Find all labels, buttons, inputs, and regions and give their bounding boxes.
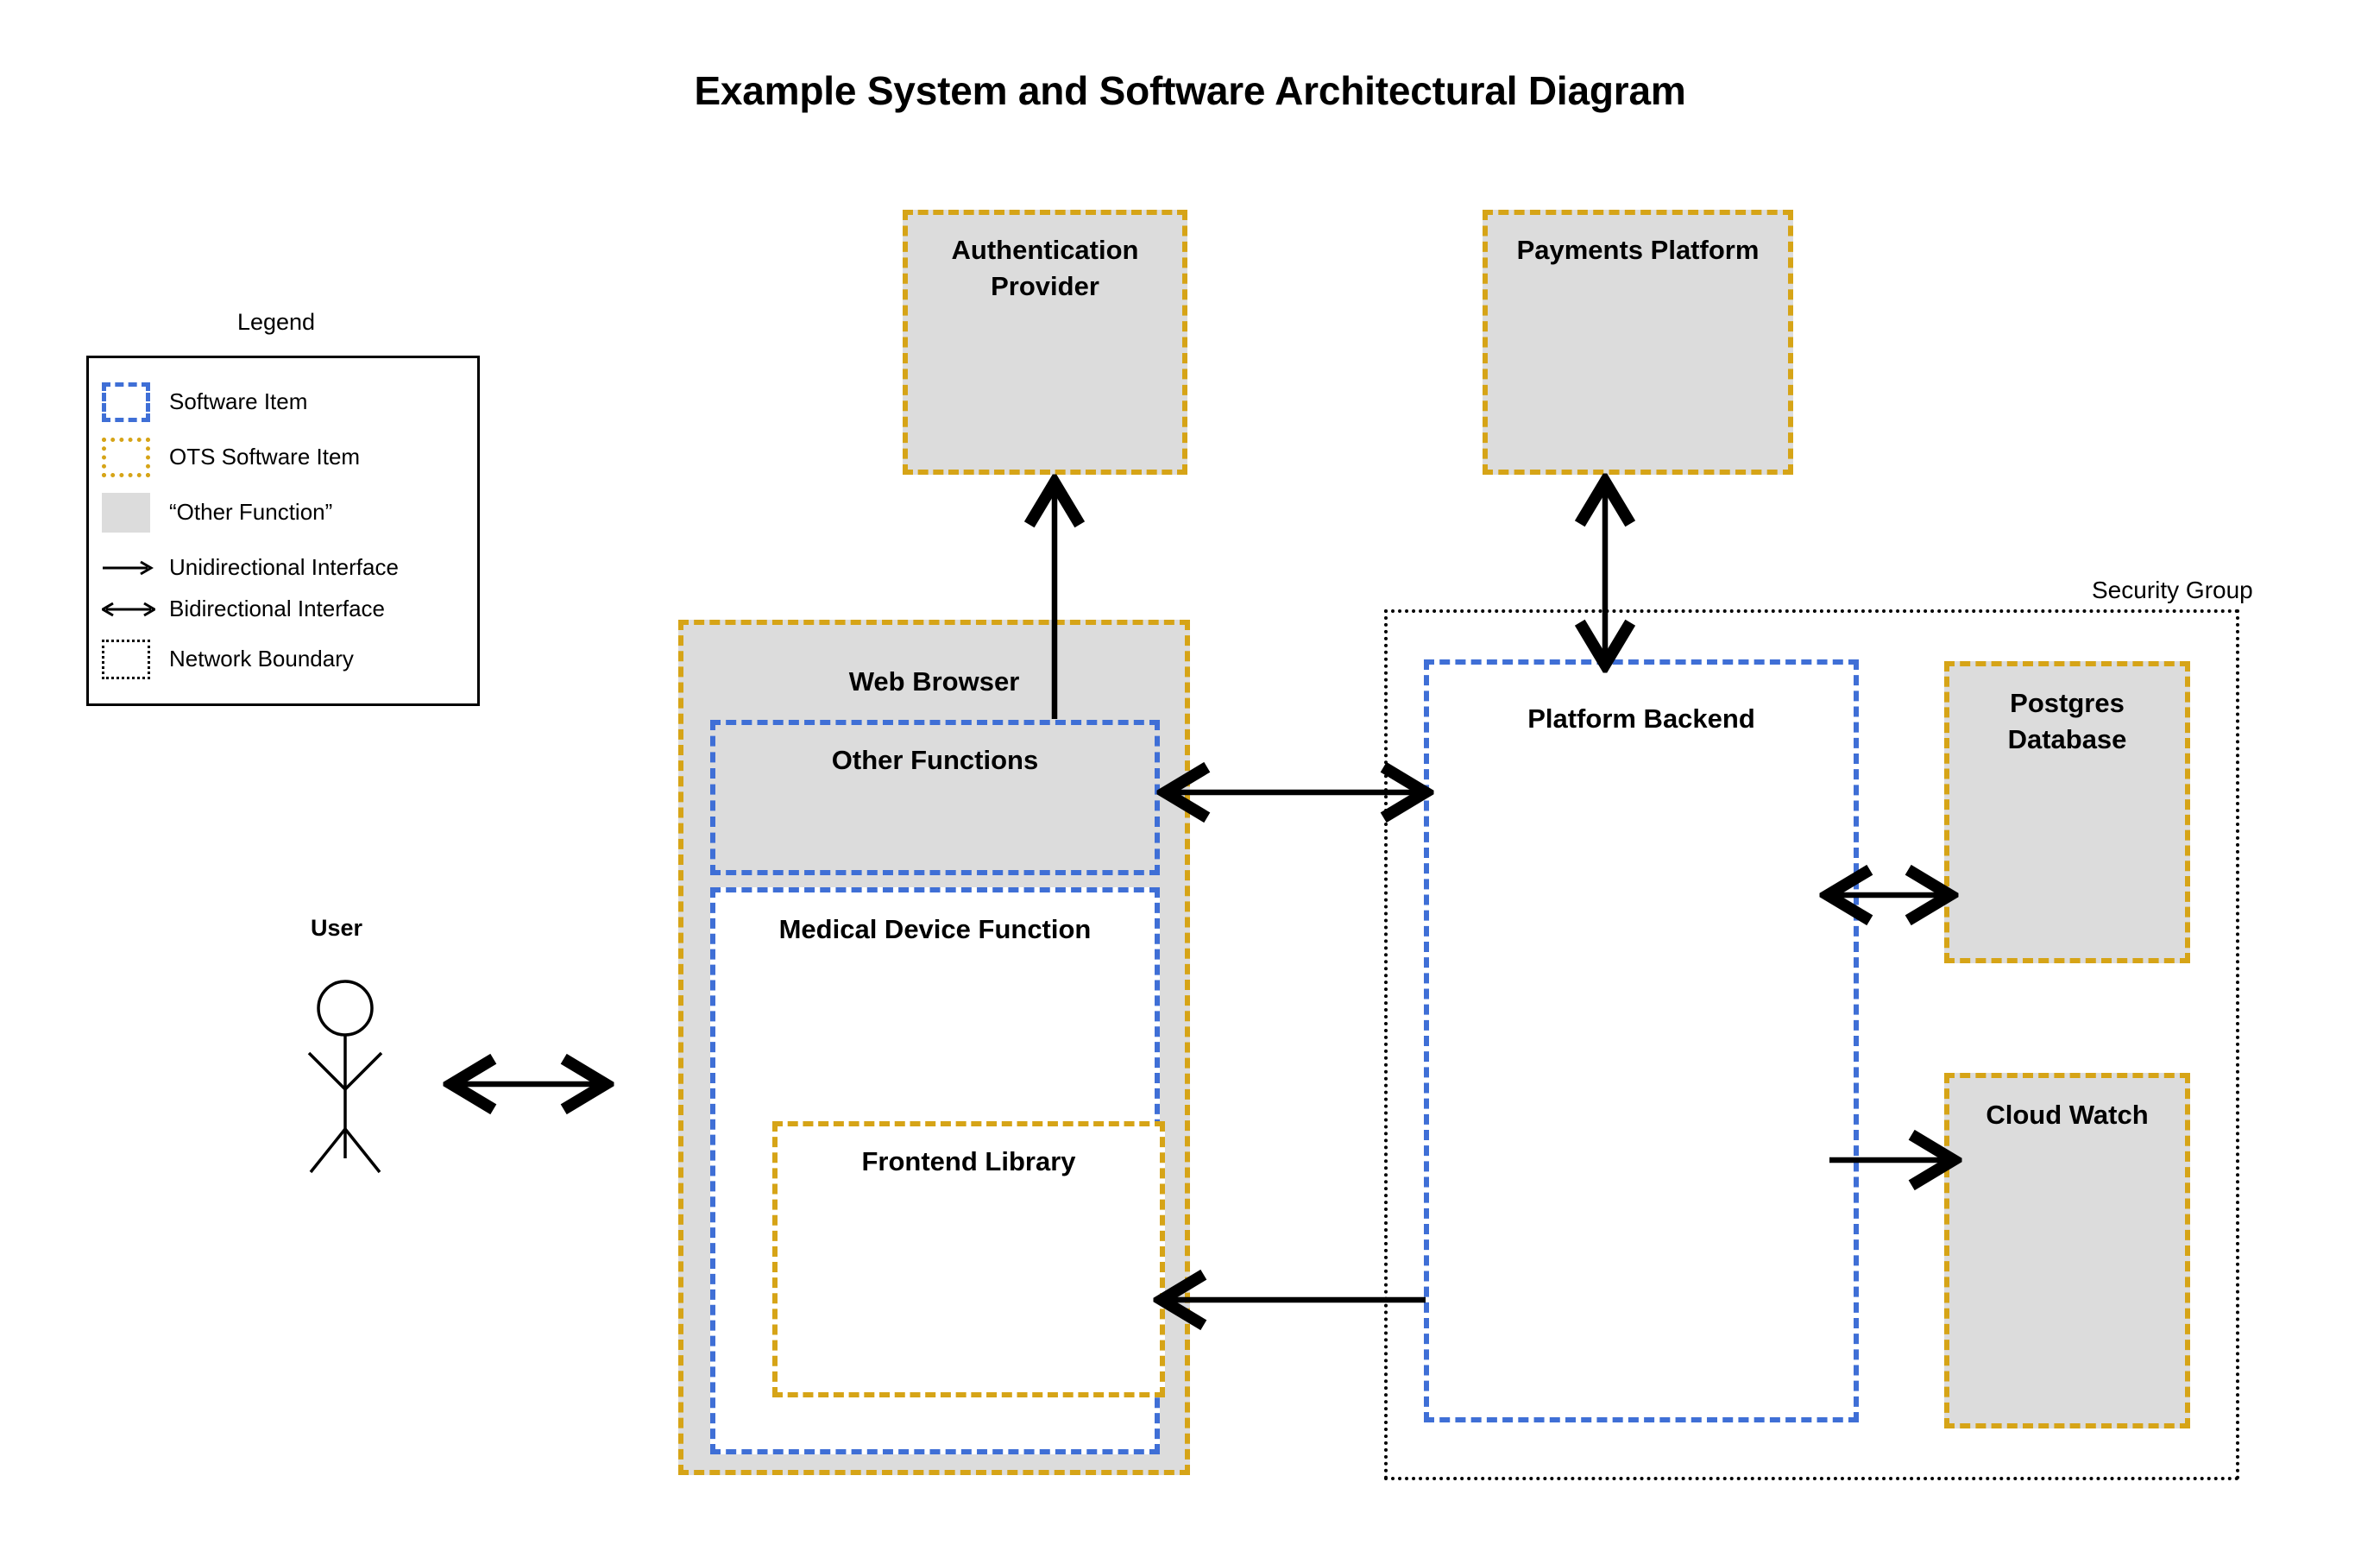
network-boundary-swatch-icon [102, 639, 169, 679]
legend-item-label: Unidirectional Interface [169, 554, 399, 580]
node-label: Platform Backend [1527, 703, 1755, 734]
legend-item-label: Software Item [169, 388, 308, 414]
node-label: Payments Platform [1516, 235, 1760, 265]
node-authentication-provider[interactable]: Authentication Provider [903, 210, 1187, 475]
legend-item-label: “Other Function” [169, 499, 333, 525]
legend-item-network-boundary: Network Boundary [102, 639, 473, 679]
node-cloud-watch[interactable]: Cloud Watch [1944, 1073, 2190, 1428]
node-medical-device-function[interactable]: Medical Device Function Frontend Library [710, 887, 1165, 1454]
node-label: Cloud Watch [1986, 1100, 2149, 1130]
node-platform-backend[interactable]: Platform Backend [1424, 659, 1859, 1422]
unidirectional-arrow-icon [102, 559, 169, 577]
legend-item-label: Bidirectional Interface [169, 596, 386, 621]
legend-item-label: Network Boundary [169, 646, 354, 672]
legend-item-ots-software-item: OTS Software Item [102, 437, 473, 477]
legend-item-other-function: “Other Function” [102, 492, 473, 533]
node-label: Medical Device Function [778, 914, 1092, 944]
security-group-label: Security Group [2092, 577, 2253, 603]
stick-figure-icon [293, 975, 449, 1187]
legend-item-bidirectional-interface: Bidirectional Interface [102, 589, 473, 629]
node-label: Other Functions [831, 745, 1039, 775]
page-title: Example System and Software Architectura… [694, 68, 1686, 113]
node-label-line1: Authentication [951, 235, 1139, 265]
ots-software-item-swatch-icon [102, 437, 169, 477]
node-label-line2: Database [2007, 723, 2127, 754]
node-other-functions[interactable]: Other Functions [710, 720, 1160, 875]
node-web-browser[interactable]: Web Browser Other Functions Medical Devi… [678, 620, 1190, 1475]
legend-item-software-item: Software Item [102, 382, 473, 422]
node-postgres-database[interactable]: Postgres Database [1944, 661, 2190, 963]
actor-label-user: User [310, 915, 363, 941]
legend-heading: Legend [236, 309, 316, 335]
software-item-swatch-icon [102, 382, 169, 422]
boundary-security-group [1384, 609, 2239, 1480]
node-frontend-library[interactable]: Frontend Library [772, 1121, 1165, 1397]
node-label-line1: Postgres [2010, 688, 2125, 718]
other-function-swatch-icon [102, 492, 169, 533]
node-label: Frontend Library [861, 1146, 1076, 1176]
node-label-line2: Provider [991, 270, 1099, 301]
bidirectional-arrow-icon [102, 601, 169, 618]
node-label: Web Browser [848, 666, 1020, 697]
legend-item-unidirectional-interface: Unidirectional Interface [102, 547, 473, 588]
legend-frame [86, 356, 480, 706]
node-payments-platform[interactable]: Payments Platform [1483, 210, 1793, 475]
legend-item-label: OTS Software Item [169, 444, 361, 470]
